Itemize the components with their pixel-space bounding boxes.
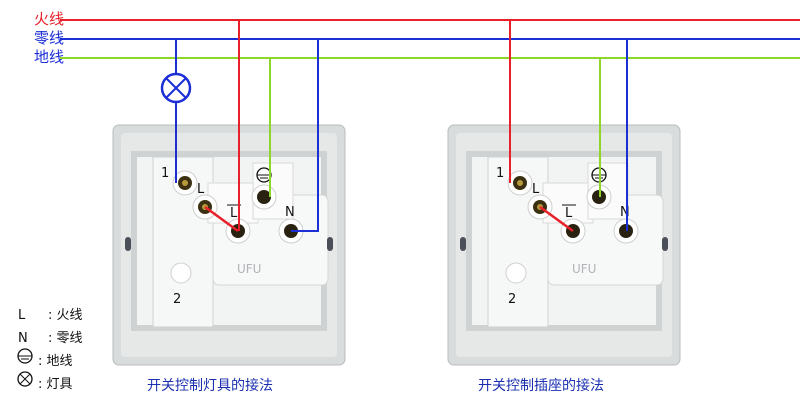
legend-sep: : <box>48 331 53 346</box>
legend-item-ground: : 地线 <box>18 350 83 373</box>
legend-key: N <box>18 331 28 346</box>
neutral-wire-label: 零线 <box>34 29 65 47</box>
legend-sep: : <box>38 354 43 369</box>
caption-socket-wiring: 开关控制插座的接法 <box>478 378 604 394</box>
live-wire-label: 火线 <box>34 10 65 28</box>
legend-label: 零线 <box>56 331 83 346</box>
switch-socket-panel-right <box>446 123 682 367</box>
legend-label: 火线 <box>56 308 83 323</box>
ground-symbol-icon <box>17 348 33 364</box>
legend-sep: : <box>38 377 43 392</box>
ground-wire-label: 地线 <box>34 48 65 66</box>
switch-socket-panel-left <box>111 123 347 367</box>
legend-label: 地线 <box>46 354 73 369</box>
legend-sep: : <box>48 308 53 323</box>
legend: L : 火线 N : 零线 : 地线 : 灯具 <box>18 304 83 396</box>
legend-item-neutral: N : 零线 <box>18 327 83 350</box>
legend-label: 灯具 <box>46 377 73 392</box>
caption-lamp-wiring: 开关控制灯具的接法 <box>147 378 273 394</box>
legend-key: L <box>18 308 26 323</box>
legend-item-lamp: : 灯具 <box>18 373 83 396</box>
lamp-symbol-icon <box>17 371 33 387</box>
legend-item-live: L : 火线 <box>18 304 83 327</box>
